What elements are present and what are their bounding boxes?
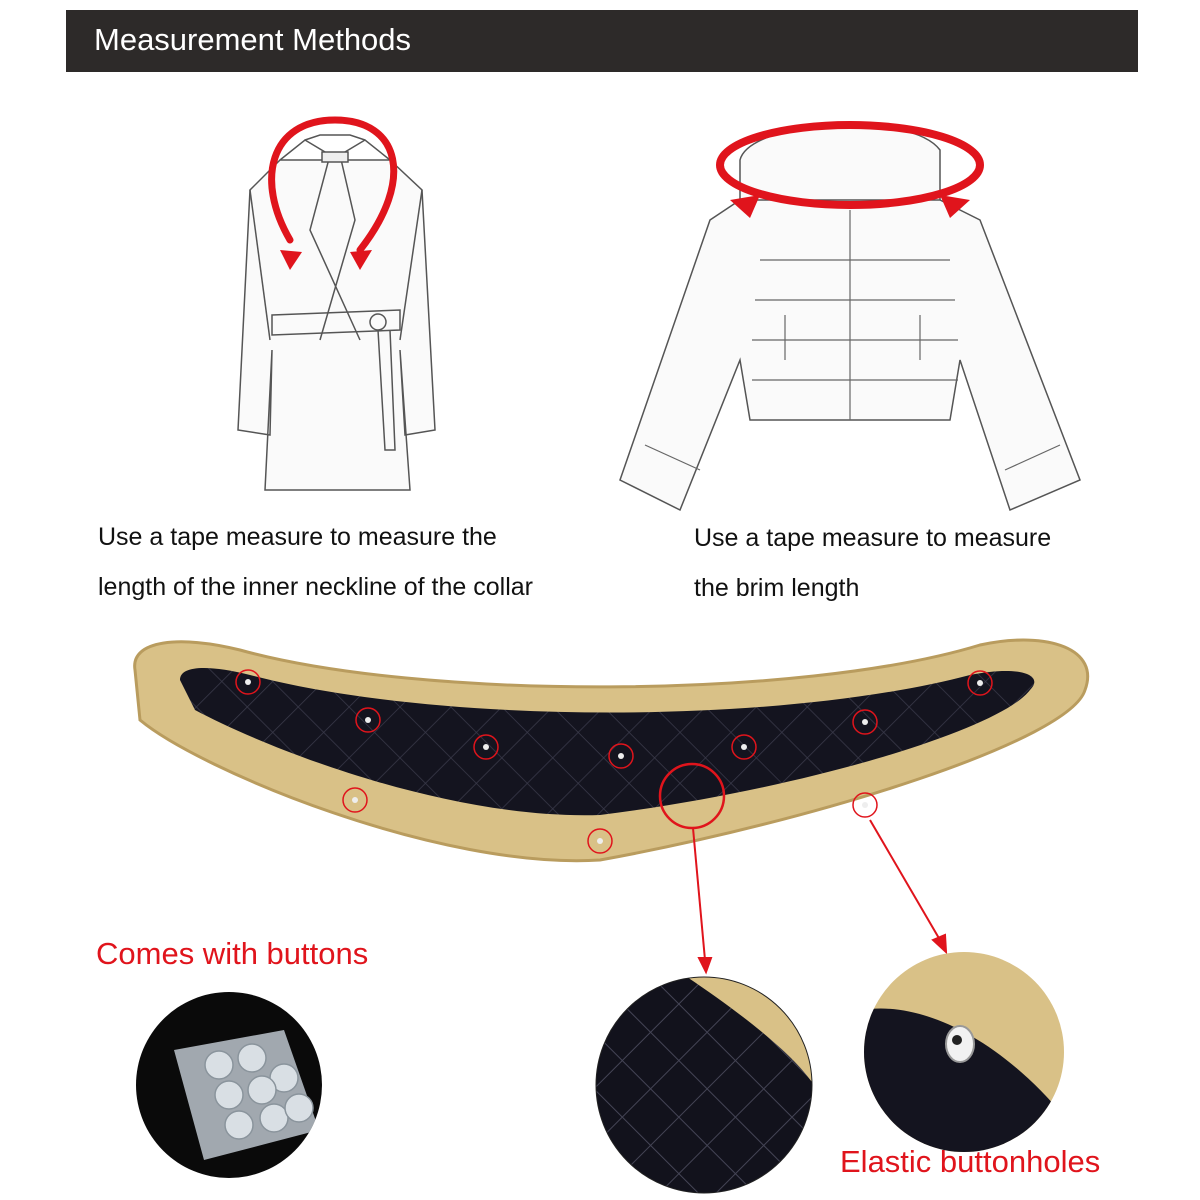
quilted-lining-closeup bbox=[594, 975, 814, 1195]
header-title: Measurement Methods bbox=[94, 22, 412, 57]
buttons-pack-photo bbox=[134, 990, 324, 1180]
fur-collar-photo bbox=[120, 630, 1100, 890]
pointer-arrows bbox=[600, 790, 1000, 990]
coat-caption-line2: length of the inner neckline of the coll… bbox=[98, 573, 533, 601]
buttons-label: Comes with buttons bbox=[96, 936, 369, 971]
header-bar: Measurement Methods bbox=[66, 10, 1138, 72]
jacket-illustration bbox=[610, 100, 1090, 520]
coat-illustration bbox=[210, 100, 460, 500]
buttonhole-closeup bbox=[862, 950, 1067, 1155]
jacket-caption-line1: Use a tape measure to measure bbox=[694, 524, 1052, 552]
buttonholes-label: Elastic buttonholes bbox=[840, 1144, 1101, 1179]
coat-caption-line1: Use a tape measure to measure the bbox=[98, 523, 497, 551]
jacket-caption-line2: the brim length bbox=[694, 574, 860, 602]
